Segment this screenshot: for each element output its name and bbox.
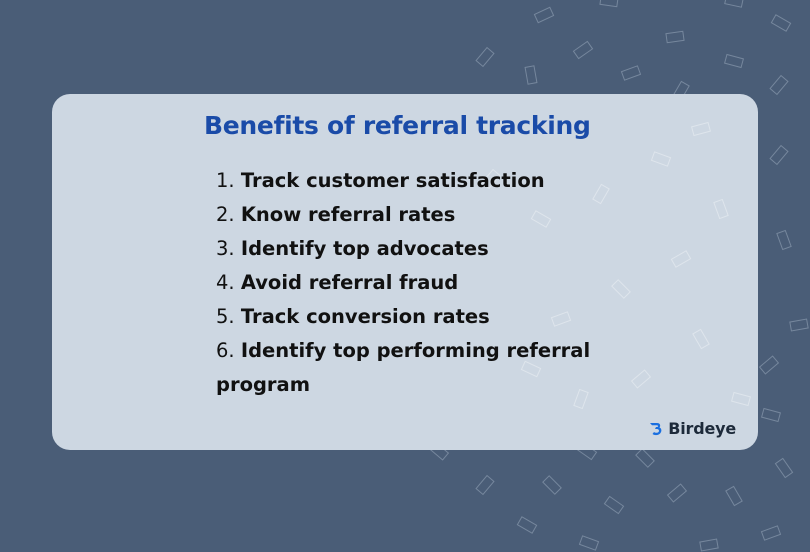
item-number: 4. (216, 271, 235, 294)
list-item: 5. Track conversion rates (216, 300, 596, 334)
list-item: 3. Identify top advocates (216, 232, 596, 266)
item-text: Track customer satisfaction (240, 169, 545, 192)
item-number: 2. (216, 203, 235, 226)
brand-name: Birdeye (668, 419, 736, 438)
list-item: 4. Avoid referral fraud (216, 266, 596, 300)
content-card: Benefits of referral tracking 1. Track c… (52, 94, 758, 450)
brand-logo: Birdeye (648, 419, 736, 438)
page-title: Benefits of referral tracking (204, 111, 591, 140)
list-item: 6. Identify top performing referral prog… (216, 334, 596, 402)
item-text: Track conversion rates (240, 305, 490, 328)
item-text: Know referral rates (240, 203, 456, 226)
item-text: Avoid referral fraud (240, 271, 459, 294)
item-number: 3. (216, 237, 235, 260)
item-number: 5. (216, 305, 235, 328)
item-text: Identify top advocates (240, 237, 489, 260)
item-text: Identify top performing referral program (216, 339, 591, 396)
item-number: 1. (216, 169, 235, 192)
item-number: 6. (216, 339, 235, 362)
list-item: 2. Know referral rates (216, 198, 596, 232)
birdeye-logo-icon (650, 422, 662, 435)
list-item: 1. Track customer satisfaction (216, 164, 596, 198)
benefits-list: 1. Track customer satisfaction 2. Know r… (216, 164, 596, 402)
